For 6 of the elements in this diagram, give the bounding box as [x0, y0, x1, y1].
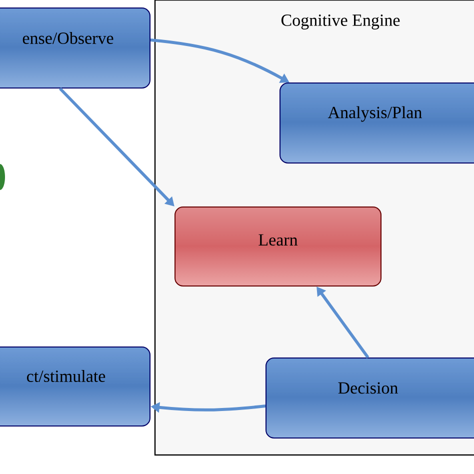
process-box: ense/Observe — [0, 8, 150, 88]
learn-box: Learn — [174, 206, 382, 286]
process-box: Analysis/Plan — [280, 82, 474, 164]
process-box: ct/stimulate — [0, 346, 150, 426]
process-box: Decision — [266, 358, 474, 438]
container-title: Cognitive Engine — [281, 14, 400, 30]
